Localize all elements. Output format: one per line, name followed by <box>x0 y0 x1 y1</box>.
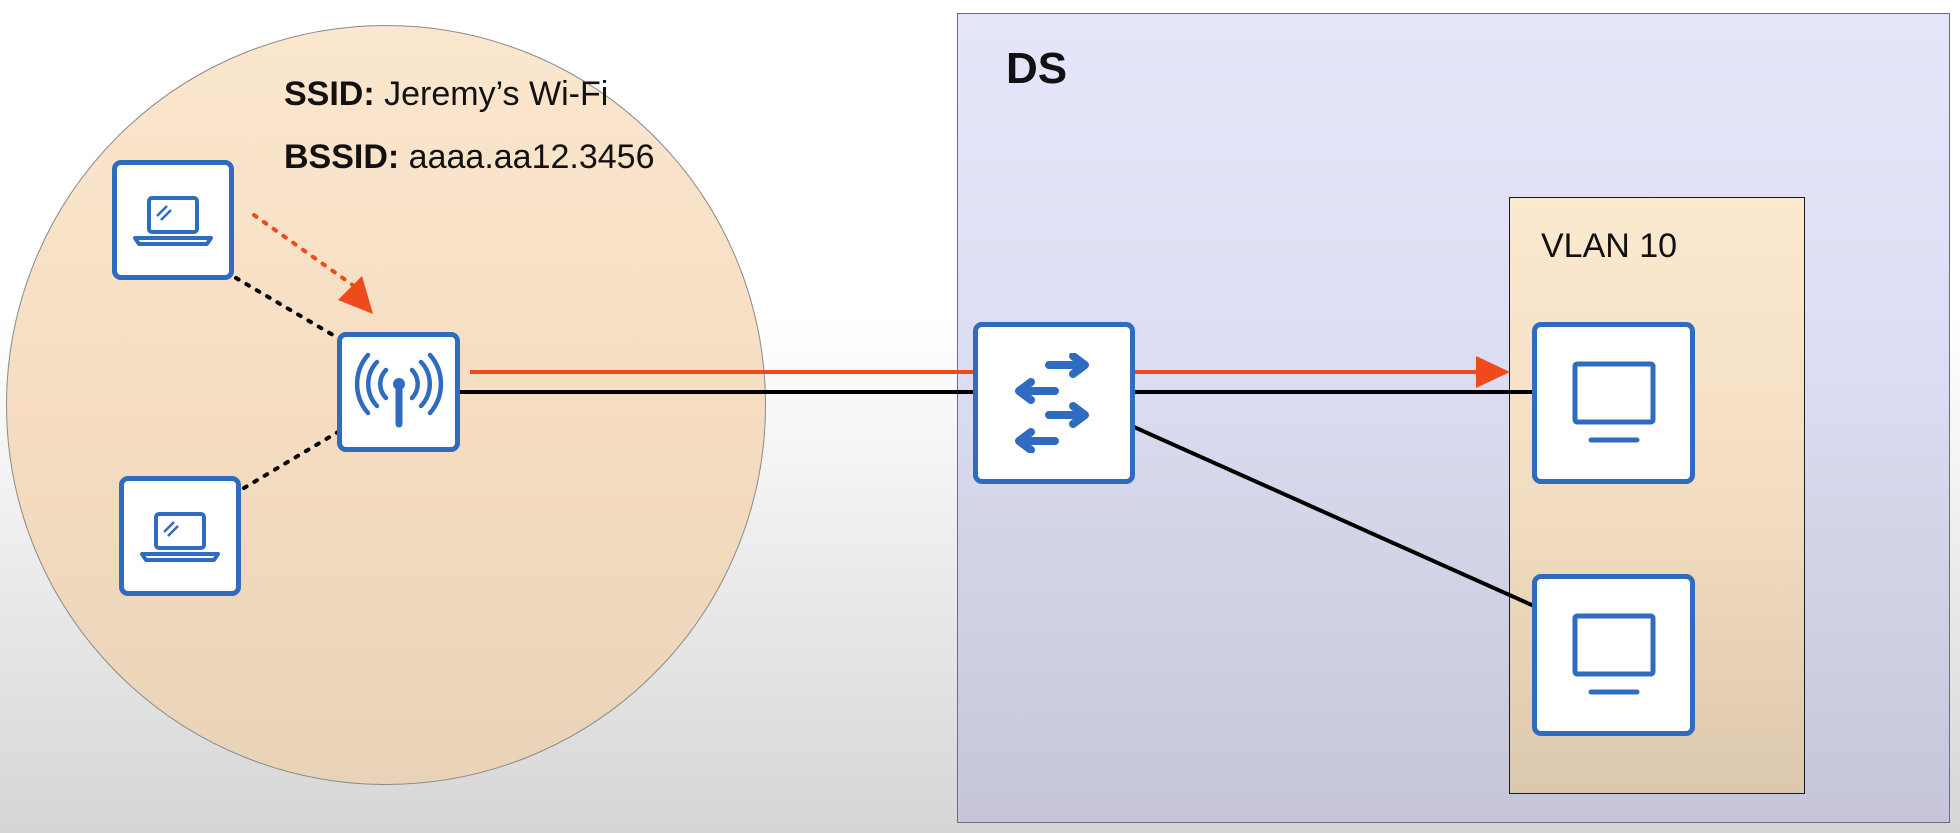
bssid-label: BSSID: aaaa.aa12.3456 <box>284 138 654 177</box>
bssid-value: aaaa.aa12.3456 <box>399 138 655 176</box>
ssid-label: SSID: Jeremy’s Wi-Fi <box>284 75 608 114</box>
host-bottom[interactable] <box>1532 574 1695 736</box>
wireless-frame-arrow-line <box>252 213 356 288</box>
switch[interactable] <box>973 322 1135 484</box>
bssid-key: BSSID: <box>284 138 400 176</box>
wireless-access-point-icon <box>354 352 443 428</box>
wired-link-switch-host-bottom <box>1133 425 1535 608</box>
desktop-monitor-icon <box>1572 613 1655 695</box>
dotted-link-bottom-laptop <box>242 430 340 490</box>
laptop-client-top[interactable] <box>112 160 234 280</box>
ssid-value: Jeremy’s Wi-Fi <box>374 75 609 113</box>
host-top[interactable] <box>1532 322 1695 484</box>
ssid-key: SSID: <box>284 75 375 113</box>
access-point[interactable] <box>337 332 460 452</box>
vlan-title: VLAN 10 <box>1541 227 1678 265</box>
wireless-frame-arrowhead <box>338 276 373 314</box>
ds-title: DS <box>1006 44 1068 93</box>
laptop-client-bottom[interactable] <box>119 476 241 596</box>
switch-icon <box>1015 353 1089 453</box>
laptop-icon <box>140 512 220 562</box>
laptop-icon <box>133 196 213 246</box>
dotted-link-top-laptop <box>234 276 340 340</box>
desktop-monitor-icon <box>1572 361 1655 443</box>
wired-frame-arrowhead <box>1476 356 1510 388</box>
